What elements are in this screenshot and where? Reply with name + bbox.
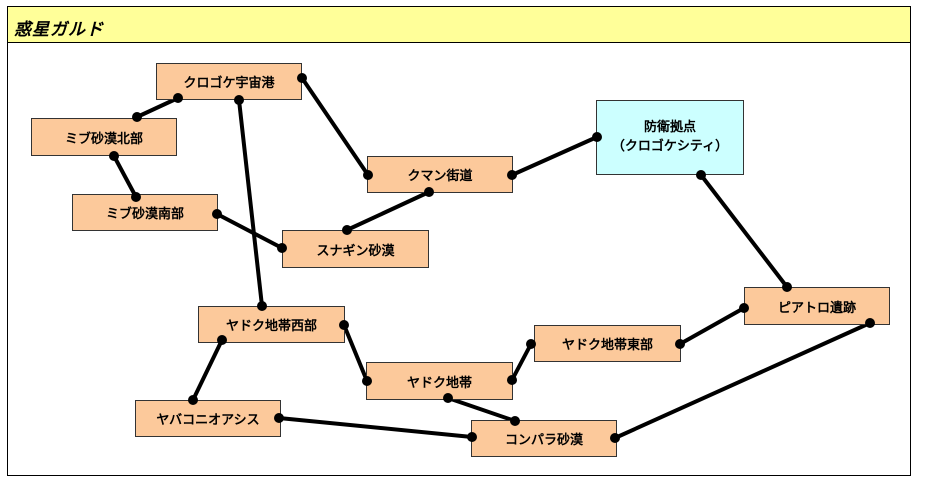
node-kuman-road-label: クマン街道 bbox=[407, 169, 473, 184]
node-yabakoni-oasis-label: ヤバコニオアシス bbox=[156, 413, 260, 428]
node-yadoku-east[interactable]: ヤドク地帯東部 bbox=[534, 325, 681, 362]
link-base-to-pietoro bbox=[699, 173, 789, 289]
link-yadoku-to-konpara bbox=[446, 396, 517, 423]
node-defense-base-sublabel: （クロゴケシティ） bbox=[611, 138, 729, 154]
node-mibu-north[interactable]: ミブ砂漠北部 bbox=[31, 118, 177, 156]
node-yabakoni-oasis[interactable]: ヤバコニオアシス bbox=[135, 400, 281, 437]
node-mibu-south-label: ミブ砂漠南部 bbox=[105, 207, 184, 222]
node-kurogoke-spaceport-label: クロゴケ宇宙港 bbox=[183, 76, 275, 91]
node-yadoku-east-label: ヤドク地帯東部 bbox=[561, 338, 653, 353]
node-mibu-south[interactable]: ミブ砂漠南部 bbox=[72, 194, 218, 231]
link-mibu-north-to-spaceport bbox=[135, 96, 180, 119]
node-pietoro-ruins-label: ピアトロ遺跡 bbox=[777, 300, 856, 316]
link-spaceport-to-yadoku-west bbox=[237, 98, 264, 308]
node-mibu-north-label: ミブ砂漠北部 bbox=[64, 131, 143, 147]
link-pietoro-to-konpara bbox=[613, 321, 872, 440]
link-mibu-south-to-sunagin bbox=[215, 212, 284, 250]
link-oasis-to-konpara bbox=[277, 416, 474, 439]
node-yadoku-west[interactable]: ヤドク地帯西部 bbox=[198, 306, 345, 343]
node-sunagin-desert[interactable]: スナギン砂漠 bbox=[282, 230, 429, 268]
link-kuman-to-sunagin bbox=[345, 190, 431, 232]
title-bar: 惑星ガルド bbox=[8, 7, 910, 43]
node-yadoku-label: ヤドク地帯 bbox=[406, 375, 472, 391]
node-yadoku[interactable]: ヤドク地帯 bbox=[366, 362, 513, 400]
node-konpara-desert-label: コンパラ砂漠 bbox=[504, 433, 583, 448]
node-defense-base-label: 防衛拠点 bbox=[643, 119, 696, 135]
link-yadoku-west-to-yadoku bbox=[342, 323, 369, 383]
node-konpara-desert[interactable]: コンパラ砂漠 bbox=[471, 420, 617, 457]
link-kuman-to-base bbox=[510, 135, 599, 177]
node-kuman-road[interactable]: クマン街道 bbox=[367, 156, 513, 193]
link-yadoku-west-to-oasis bbox=[191, 338, 224, 402]
node-defense-base[interactable]: 防衛拠点 （クロゴケシティ） bbox=[596, 100, 744, 175]
node-kurogoke-spaceport[interactable]: クロゴケ宇宙港 bbox=[156, 63, 302, 100]
page-title: 惑星ガルド bbox=[14, 20, 104, 40]
link-spaceport-to-kuman bbox=[300, 76, 370, 177]
link-yadoku-east-to-yadoku bbox=[510, 342, 533, 382]
node-pietoro-ruins[interactable]: ピアトロ遺跡 bbox=[744, 287, 890, 325]
node-yadoku-west-label: ヤドク地帯西部 bbox=[225, 319, 317, 334]
link-pietoro-to-yadoku-east bbox=[678, 306, 746, 346]
node-sunagin-desert-label: スナギン砂漠 bbox=[316, 243, 395, 259]
link-mibu-north-to-mibu-south bbox=[112, 154, 138, 199]
